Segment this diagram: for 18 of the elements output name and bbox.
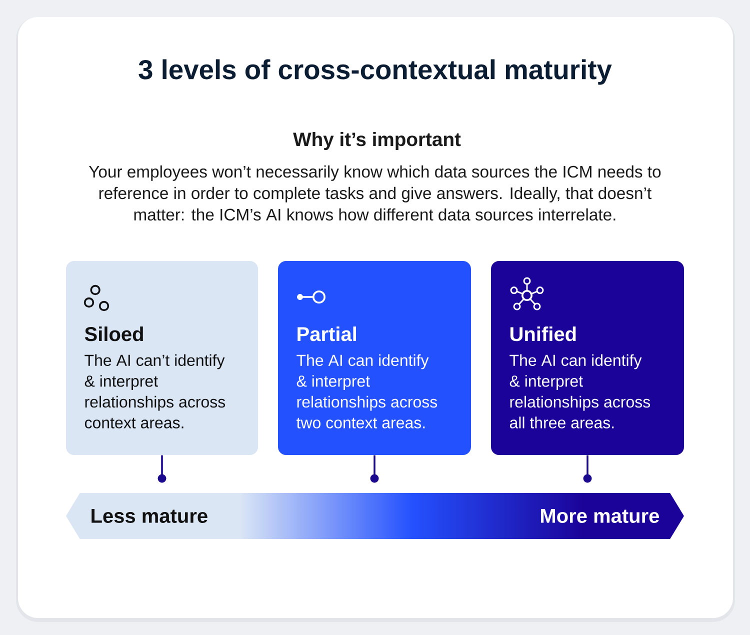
card-text: The AI can identify & interpret relationships across all three areas. xyxy=(510,354,650,428)
subheading: Why it’s important xyxy=(293,132,461,150)
card-text: The AI can identify & interpret relationships across two context areas. xyxy=(296,354,438,428)
level-card xyxy=(278,261,471,455)
level-card xyxy=(491,261,684,455)
scale-label: More mature xyxy=(541,509,660,523)
title: 3 levels of cross-contextual maturity xyxy=(138,59,612,85)
connector xyxy=(158,455,166,483)
level-card xyxy=(66,261,258,455)
paragraph: Your employees won’t necessarily know which data sources the ICM needs to reference in order to complete tasks and give answers. Ideally, that doesn’t matter: the ICM’s AI knows how different data sources interrelate. xyxy=(88,165,661,221)
scale-label: Less mature xyxy=(92,509,208,523)
card-heading: Unified xyxy=(510,326,576,342)
connector xyxy=(583,455,592,483)
arrow-band xyxy=(66,493,684,539)
card-heading: Siloed xyxy=(84,326,143,342)
card-text: The AI can’t identify & interpret relationships across context areas. xyxy=(84,354,226,428)
card-heading: Partial xyxy=(298,326,356,342)
connector xyxy=(370,455,379,483)
